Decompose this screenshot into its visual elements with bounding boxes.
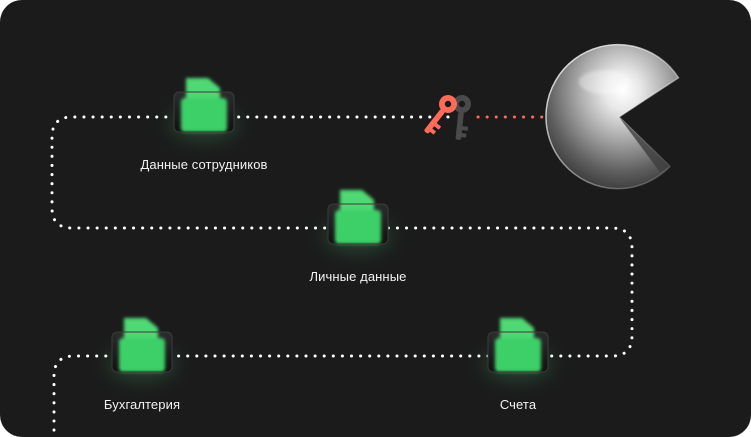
folder-label-invoices: Счета <box>499 397 537 412</box>
key-icon <box>453 95 471 140</box>
folder-label-accounting: Бухгалтерия <box>103 397 181 412</box>
folder-label-personal: Личные данные <box>309 269 407 284</box>
key-icon <box>424 95 457 135</box>
folder-label-employees: Данные сотрудников <box>140 157 268 172</box>
folder-icon <box>108 318 176 380</box>
folder-icon <box>170 78 238 140</box>
pacman-icon <box>545 43 680 190</box>
folder-icon <box>484 318 552 380</box>
folder-icon <box>324 190 392 252</box>
